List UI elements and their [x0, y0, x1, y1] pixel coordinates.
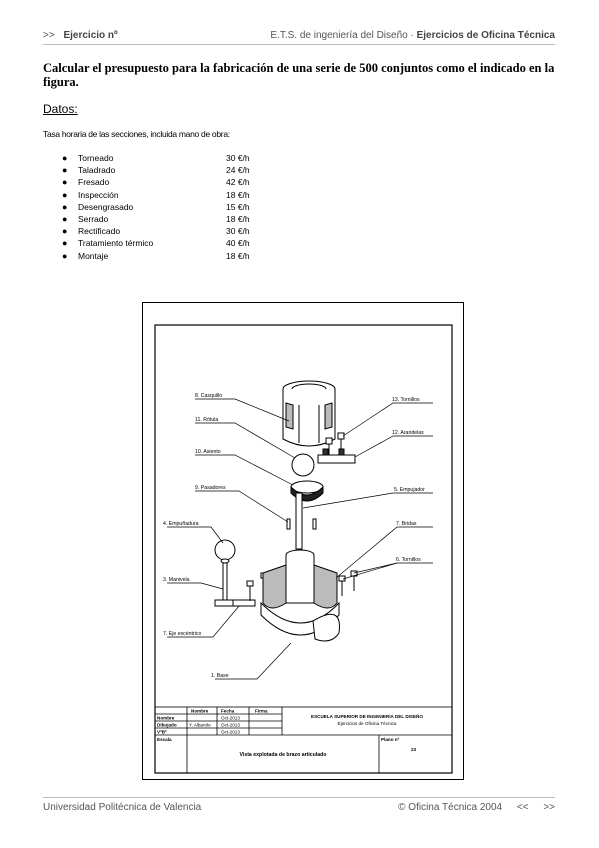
part-labels: 8. Casquillo 11. Rótula 10. Asiento 9. P… [163, 393, 425, 679]
rate-name: Montaje [78, 250, 109, 261]
bullet-icon: ● [62, 250, 68, 261]
tb-school: ESCUELA SUPERIOR DE INGENIERIA DEL DISEÑ… [311, 713, 423, 719]
bullet-icon: ● [62, 153, 68, 163]
header-rule [43, 44, 555, 45]
label-base: 1. Base [211, 673, 229, 679]
prev-link[interactable]: << [516, 802, 529, 813]
tb-row-nombre: Nombre [157, 716, 175, 721]
base-part [260, 549, 340, 642]
tb-col-fecha: Fecha [221, 709, 235, 714]
label-pins: 9. Pasadores [195, 485, 226, 491]
title-block [154, 706, 453, 774]
tasa-text: Tasa horaria de las secciones, incluida … [43, 129, 230, 139]
rate-value: 30 €/h [226, 153, 250, 163]
tb-subtitle: Ejercicios de Oficina Técnica [338, 721, 397, 726]
header-nav[interactable]: >> [43, 30, 55, 41]
tb-escala: Escala [157, 737, 172, 742]
bullet-icon: ● [62, 226, 68, 237]
rate-value: 18 €/h [226, 250, 250, 261]
rate-value: 18 €/h [226, 213, 250, 224]
exploded-view-svg: 8. Casquillo 11. Rótula 10. Asiento 9. P… [154, 324, 453, 774]
problem-statement: Calcular el presupuesto para la fabricac… [43, 61, 555, 89]
technical-drawing: 8. Casquillo 11. Rótula 10. Asiento 9. P… [142, 302, 464, 780]
label-bolts-top: 13. Tornillos [392, 397, 420, 403]
next-link[interactable]: >> [543, 802, 555, 813]
footer-rule [43, 797, 555, 798]
washer-bracket [317, 448, 356, 464]
rate-name: Inspección [78, 189, 119, 200]
rate-name: Desengrasado [78, 201, 134, 212]
rate-value: 40 €/h [226, 238, 250, 249]
tb-fecha-1: Oct-2013 [221, 716, 240, 721]
rate-value: 30 €/h [226, 226, 250, 237]
label-bolts-side: 6. Tornillos [396, 557, 421, 563]
label-seat: 10. Asiento [195, 449, 221, 455]
rate-name: Taladrado [78, 165, 116, 176]
tb-plano-label: Plano nº [381, 737, 400, 742]
bullet-icon: ● [62, 238, 68, 249]
tb-dibujado-name: Y. Albarole [189, 723, 211, 728]
rate-name: Torneado [78, 153, 114, 163]
tb-drawing-title: Vista explotada de brazo articulado [240, 752, 327, 758]
header-course: Ejercicios de Oficina Técnica [416, 30, 555, 41]
label-pusher: 5. Empujador [394, 487, 425, 493]
bullet-icon: ● [62, 177, 68, 188]
leader-lines [167, 398, 433, 680]
header-exercise: Ejercicio nº [63, 30, 118, 41]
handle-knob [214, 539, 236, 561]
bullet-icon: ● [62, 165, 68, 176]
tb-fecha-3: Oct-2013 [221, 730, 240, 735]
tb-row-dibujado: Dibujado [157, 723, 177, 728]
tb-col-nombre: Nombre [191, 709, 209, 714]
tb-plano-num: 23 [411, 747, 417, 752]
label-flanges: 7. Bridas [396, 521, 417, 527]
rate-name: Rectificado [78, 226, 121, 237]
bullet-icon: ● [62, 201, 68, 212]
tb-fecha-2: Oct-2013 [221, 723, 240, 728]
ball-joint [291, 453, 315, 477]
footer-copyright: © Oficina Técnica 2004 [398, 802, 503, 813]
label-eccentric-shaft: 7. Eje excéntrico [163, 631, 201, 637]
header-school: E.T.S. de ingeniería del Diseño · [270, 30, 417, 41]
label-bushing: 8. Casquillo [195, 393, 222, 399]
datos-heading: Datos: [43, 102, 78, 116]
title-block-text: Nombre Fecha Firma Nombre Dibujado VºBº … [157, 709, 423, 759]
label-handle: 4. Empuñadura [163, 521, 199, 527]
tb-row-vb: VºBº [157, 730, 167, 735]
bullet-icon: ● [62, 213, 68, 224]
rate-value: 15 €/h [226, 201, 250, 212]
rate-name: Fresado [78, 177, 110, 188]
pins [286, 518, 317, 530]
eccentric-shaft [214, 599, 256, 607]
label-ball-joint: 11. Rótula [195, 417, 218, 423]
rate-name: Tratamiento térmico [78, 238, 154, 249]
rate-name: Serrado [78, 213, 109, 224]
page-header: >> Ejercicio nº E.T.S. de ingeniería del… [43, 30, 555, 44]
rate-value: 18 €/h [226, 189, 250, 200]
pusher-rod [295, 492, 303, 550]
crank [220, 558, 230, 602]
tb-col-firma: Firma [255, 709, 268, 714]
bullet-icon: ● [62, 189, 68, 200]
label-washers: 12. Arandelas [392, 430, 424, 436]
rate-value: 42 €/h [226, 177, 250, 188]
footer-university: Universidad Politécnica de Valencia [43, 802, 202, 813]
bushing-part [282, 380, 336, 447]
rate-value: 24 €/h [226, 165, 250, 176]
label-crank: 3. Manivela [163, 577, 190, 583]
